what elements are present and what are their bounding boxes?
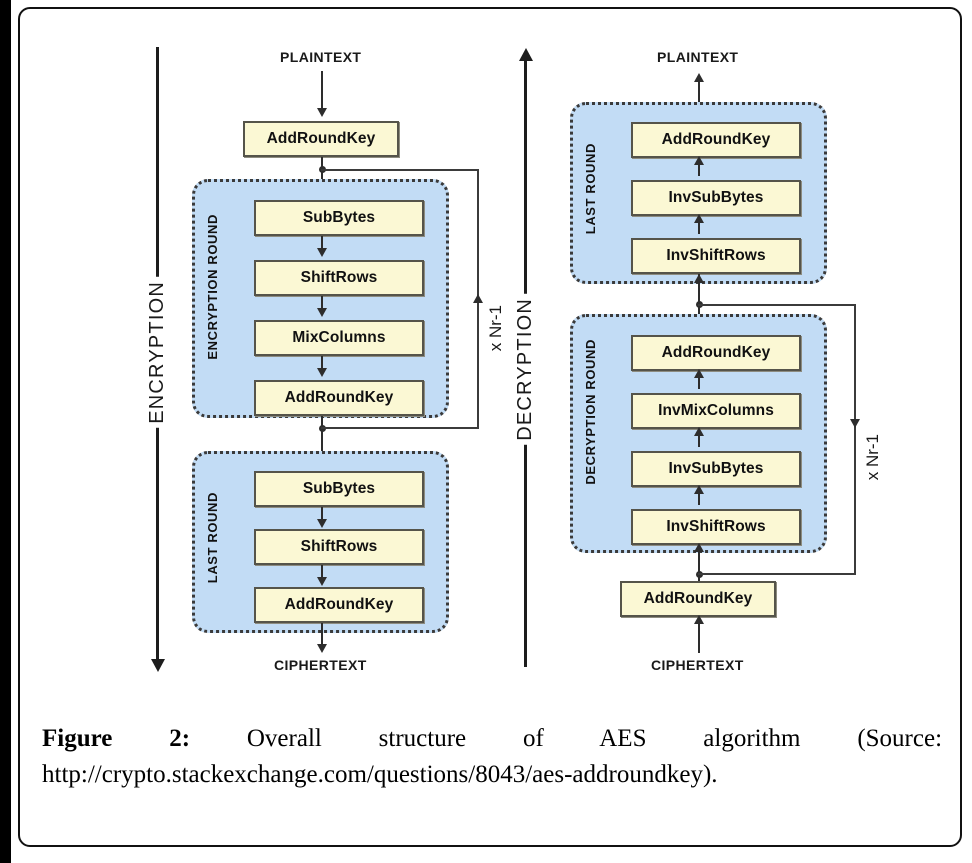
decryption-round-arrow-1	[694, 369, 704, 378]
figure-frame: ENCRYPTION PLAINTEXT AddRoundKey ENCRYPT…	[18, 7, 962, 847]
figure-caption: Figure 2: Overall structure of AES algor…	[42, 721, 942, 792]
decryption-last-round-step-invsubbytes[interactable]: InvSubBytes	[631, 180, 801, 216]
page-left-black-bar	[0, 0, 11, 863]
decryption-round-arrow-2	[694, 427, 704, 436]
decryption-flow-line-4	[698, 617, 700, 653]
decryption-round-arrow-3	[694, 485, 704, 494]
encryption-round-label: ENCRYPTION ROUND	[205, 214, 220, 360]
encryption-flow-line-4	[321, 623, 323, 651]
decryption-loop-top-line	[698, 304, 856, 306]
encryption-loop-arrowhead	[473, 294, 483, 303]
decryption-ciphertext-label: CIPHERTEXT	[651, 657, 744, 673]
encryption-round-step-subbytes[interactable]: SubBytes	[254, 200, 424, 236]
decryption-flow-arrow-3	[694, 543, 704, 552]
encryption-loop-top-line	[321, 169, 479, 171]
encryption-flow-arrow-4	[317, 644, 327, 653]
decryption-flow-arrow-2	[694, 274, 704, 283]
encryption-round-step-mixcolumns[interactable]: MixColumns	[254, 320, 424, 356]
encryption-round-line-1	[321, 236, 323, 254]
decryption-last-round-step-invshiftrows[interactable]: InvShiftRows	[631, 238, 801, 274]
figure-caption-text: Overall structure of AES algorithm (Sour…	[42, 725, 943, 788]
decryption-last-round-label: LAST ROUND	[583, 143, 598, 235]
decryption-flow-arrow-4	[694, 615, 704, 624]
encryption-round-arrow-3	[317, 368, 327, 377]
encryption-last-round-step-shiftrows[interactable]: ShiftRows	[254, 529, 424, 565]
decryption-plaintext-label: PLAINTEXT	[657, 49, 739, 65]
decryption-round-label: DECRYPTION ROUND	[583, 339, 598, 485]
encryption-side-label: ENCRYPTION	[146, 277, 169, 428]
decryption-loop-right-line	[854, 304, 856, 574]
encryption-last-round-arrow-2	[317, 577, 327, 586]
encryption-loop-bottom-line	[321, 427, 479, 429]
decryption-round-step-invshiftrows[interactable]: InvShiftRows	[631, 509, 801, 545]
decryption-loop-label: x Nr-1	[863, 434, 882, 481]
decryption-last-round-line-2	[698, 216, 700, 234]
decryption-flow-line-3	[698, 545, 700, 581]
encryption-last-round-step-addroundkey[interactable]: AddRoundKey	[254, 587, 424, 623]
decryption-initial-addroundkey[interactable]: AddRoundKey	[620, 581, 776, 617]
encryption-round-arrow-2	[317, 308, 327, 317]
decryption-last-round-line-1	[698, 158, 700, 176]
encryption-last-round-step-subbytes[interactable]: SubBytes	[254, 471, 424, 507]
decryption-last-round-arrow-2	[694, 214, 704, 223]
encryption-last-round-label: LAST ROUND	[205, 492, 220, 584]
encryption-round-step-shiftrows[interactable]: ShiftRows	[254, 260, 424, 296]
encryption-last-round-line-2	[321, 565, 323, 583]
decryption-last-round-arrow-1	[694, 156, 704, 165]
decryption-loop-arrowhead	[850, 419, 860, 428]
encryption-round-line-2	[321, 296, 323, 314]
decryption-side-label: DECRYPTION	[514, 294, 537, 445]
encryption-round-line-3	[321, 356, 323, 374]
encryption-last-round-arrow-1	[317, 519, 327, 528]
encryption-round-arrow-1	[317, 248, 327, 257]
decryption-round-line-3	[698, 487, 700, 505]
aes-structure-diagram: ENCRYPTION PLAINTEXT AddRoundKey ENCRYPT…	[20, 9, 964, 681]
decryption-round-step-invsubbytes[interactable]: InvSubBytes	[631, 451, 801, 487]
figure-caption-label: Figure 2:	[42, 725, 191, 752]
encryption-flow-line-3	[321, 416, 323, 465]
decryption-axis-arrowhead	[519, 48, 533, 61]
decryption-flow-line-1	[698, 75, 700, 111]
encryption-flow-arrow-1	[317, 108, 327, 117]
decryption-round-line-2	[698, 429, 700, 447]
decryption-last-round-step-addroundkey[interactable]: AddRoundKey	[631, 122, 801, 158]
encryption-last-round-line-1	[321, 507, 323, 525]
encryption-plaintext-label: PLAINTEXT	[280, 49, 362, 65]
encryption-ciphertext-label: CIPHERTEXT	[274, 657, 367, 673]
encryption-axis-arrowhead	[151, 659, 165, 672]
encryption-round-step-addroundkey[interactable]: AddRoundKey	[254, 380, 424, 416]
decryption-round-step-invmixcolumns[interactable]: InvMixColumns	[631, 393, 801, 429]
encryption-initial-addroundkey[interactable]: AddRoundKey	[243, 121, 399, 157]
decryption-round-line-1	[698, 371, 700, 389]
encryption-flow-line-1	[321, 71, 323, 111]
decryption-loop-bottom-line	[698, 573, 856, 575]
decryption-flow-arrow-1	[694, 73, 704, 82]
decryption-round-step-addroundkey[interactable]: AddRoundKey	[631, 335, 801, 371]
decryption-flow-line-2	[698, 274, 700, 322]
encryption-flow-line-2	[321, 157, 323, 199]
encryption-loop-label: x Nr-1	[486, 305, 505, 352]
